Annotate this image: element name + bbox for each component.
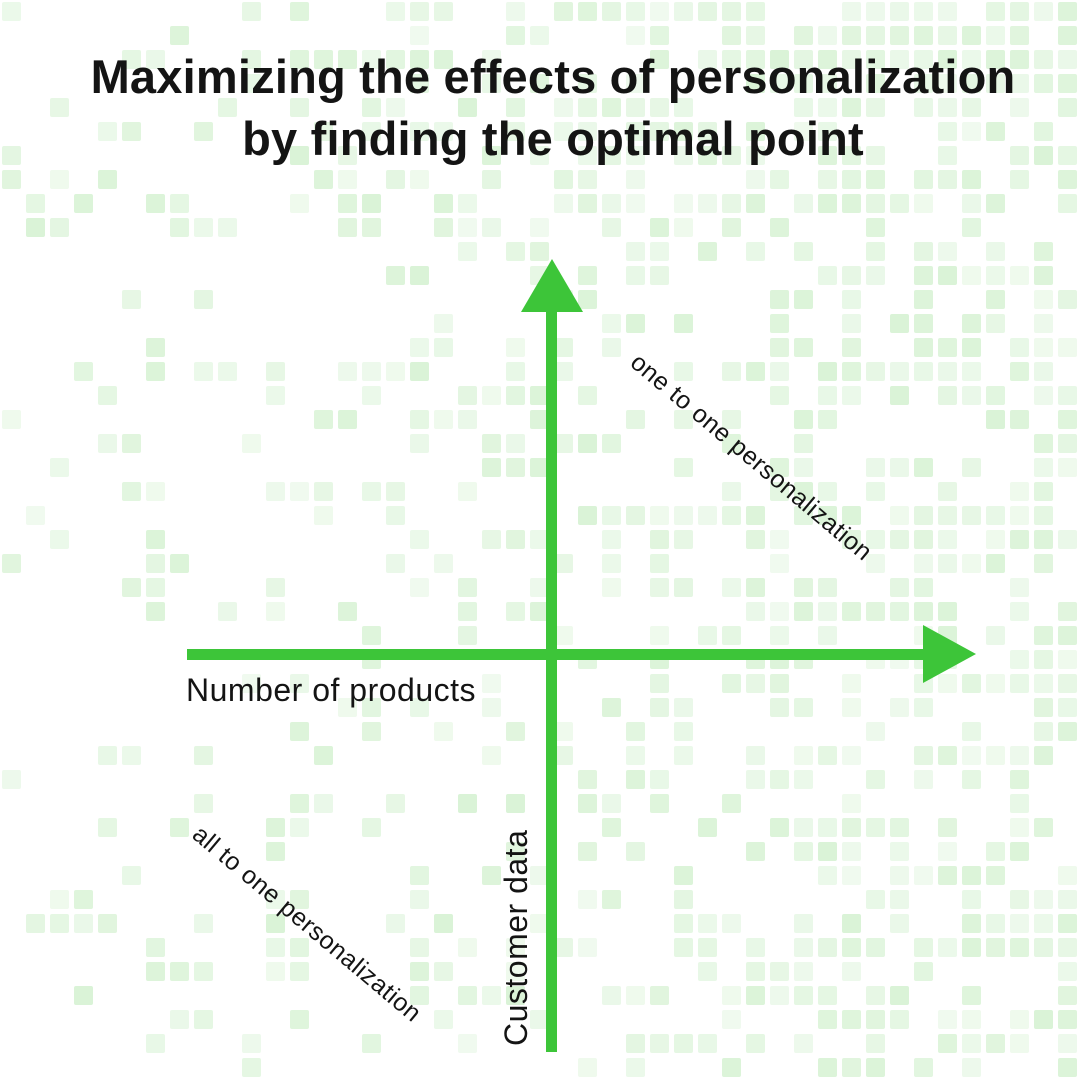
x-axis-arrowhead [923,625,976,683]
x-axis-label: Number of products [186,672,477,708]
x-axis-line [187,649,924,660]
y-axis-arrowhead [521,259,583,312]
y-axis-line [546,300,557,1052]
diagram-title: Maximizing the effects of personalizatio… [90,50,1016,165]
y-axis-label: Customer data [498,829,534,1046]
